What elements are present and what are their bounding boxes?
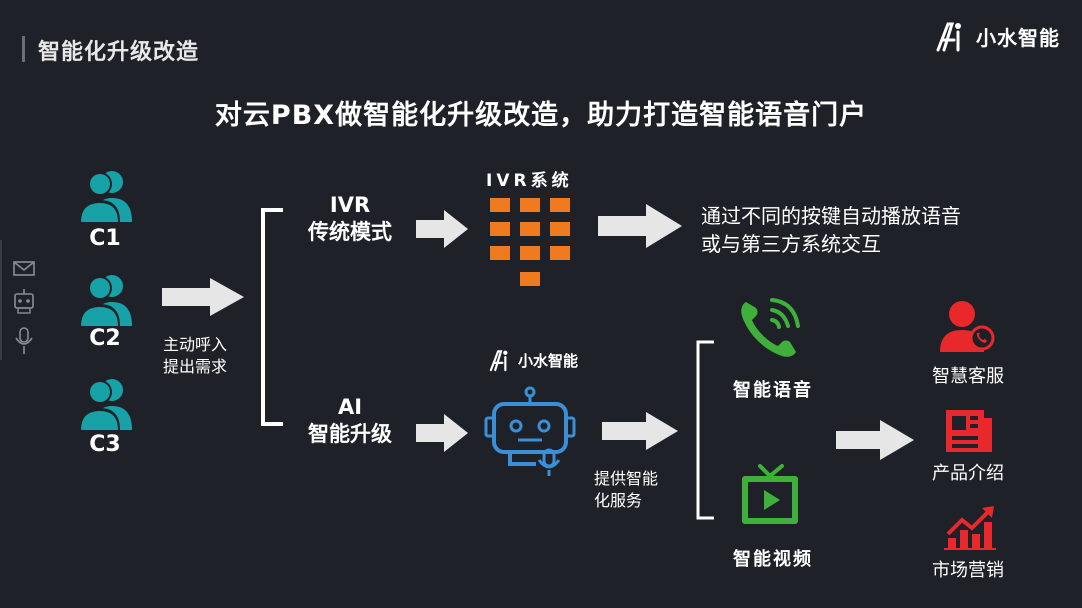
ai-mode-label: AI 智能升级 bbox=[308, 395, 392, 446]
brand-name: 小水智能 bbox=[976, 25, 1060, 50]
page-title: 智能化升级改造 bbox=[38, 40, 200, 65]
keypad-icon bbox=[490, 198, 570, 286]
client-label: C2 bbox=[89, 326, 121, 351]
flow-arrow-icon bbox=[836, 420, 914, 460]
ivr-system-title: IVR系统 bbox=[486, 171, 573, 191]
newspaper-icon bbox=[946, 410, 992, 452]
side-rail bbox=[0, 240, 48, 360]
app-label: 产品介绍 bbox=[932, 463, 1004, 484]
flow-arrow-icon bbox=[416, 210, 468, 248]
app-label: 市场营销 bbox=[932, 560, 1004, 581]
ivr-mode-label: IVR 传统模式 bbox=[308, 193, 392, 244]
robot-icon bbox=[484, 386, 576, 476]
channel-bracket bbox=[696, 340, 714, 520]
phone-call-icon bbox=[741, 298, 800, 357]
microphone-icon[interactable] bbox=[15, 327, 33, 354]
robot-icon[interactable] bbox=[14, 289, 34, 314]
app-label: 智慧客服 bbox=[932, 366, 1004, 387]
service-label: 提供智能 化服务 bbox=[594, 469, 659, 510]
smart-voice-label: 智能语音 bbox=[733, 380, 813, 401]
brand-mark-icon bbox=[489, 350, 508, 372]
tv-video-icon bbox=[742, 464, 798, 524]
header-accent-bar bbox=[22, 36, 25, 62]
client-label: C3 bbox=[89, 432, 121, 457]
smart-video-label: 智能视频 bbox=[733, 549, 813, 570]
ivr-result-description: 通过不同的按键自动播放语音 或与第三方系统交互 bbox=[701, 204, 961, 256]
brand-mark-icon bbox=[936, 22, 961, 52]
brand-logo: 小水智能 bbox=[934, 18, 1060, 54]
growth-chart-icon bbox=[944, 506, 996, 550]
mail-icon[interactable] bbox=[13, 261, 35, 276]
branch-bracket bbox=[261, 208, 283, 426]
client-group-icon bbox=[78, 171, 132, 222]
client-group-icon bbox=[78, 275, 132, 326]
flow-arrow-icon bbox=[602, 412, 678, 450]
ai-brand-logo: 小水智能 bbox=[488, 346, 578, 374]
flow-arrow-icon bbox=[598, 204, 682, 248]
customer-service-icon bbox=[940, 301, 995, 352]
ai-brand-name: 小水智能 bbox=[518, 351, 579, 370]
client-label: C1 bbox=[89, 226, 121, 251]
client-group-icon bbox=[78, 379, 132, 430]
subtitle: 对云PBX做智能化升级改造，助力打造智能语音门户 bbox=[214, 100, 868, 131]
flow-arrow-icon bbox=[162, 278, 244, 316]
flow-arrow-icon bbox=[416, 414, 468, 452]
request-label: 主动呼入 提出需求 bbox=[163, 335, 228, 376]
